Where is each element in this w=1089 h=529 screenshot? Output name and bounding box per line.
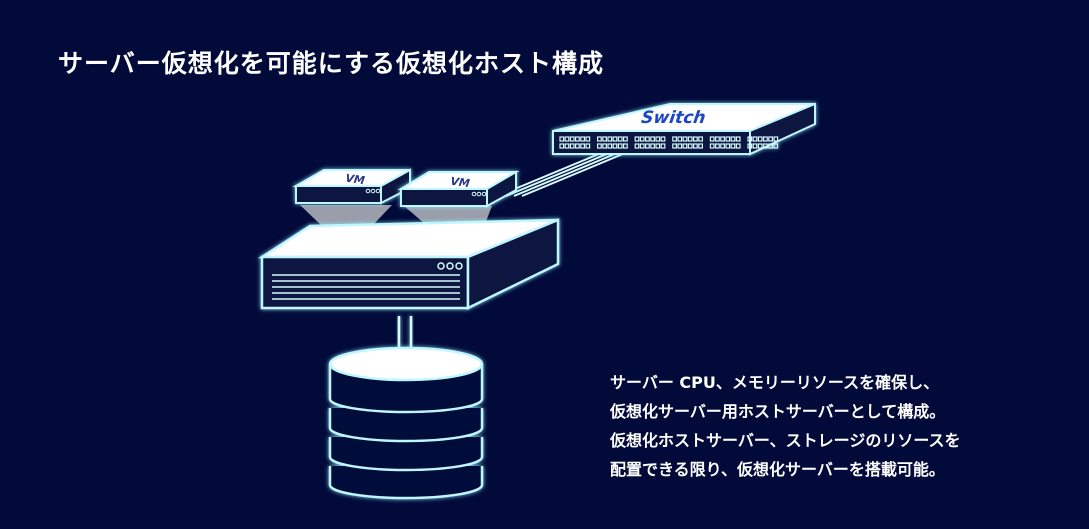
vm-server-1: VM — [292, 168, 411, 205]
switch-port — [768, 136, 773, 142]
description-line-1: サーバー CPU、メモリーリソースを確保し、 — [610, 373, 940, 392]
switch-port — [569, 136, 575, 142]
host-server — [257, 218, 560, 311]
description-text: サーバー CPU、メモリーリソースを確保し、 仮想化サーバー用ホストサーバーとし… — [610, 368, 961, 484]
description-line-3: 仮想化ホストサーバー、ストレージのリソースを — [610, 431, 961, 450]
switch-port — [559, 143, 565, 149]
switch-port — [607, 136, 613, 142]
switch-port — [730, 143, 736, 149]
switch-port — [617, 136, 623, 142]
switch-port — [709, 136, 715, 142]
switch-ports — [559, 136, 779, 149]
switch-port — [762, 143, 768, 149]
switch-port — [773, 143, 779, 149]
switch-port — [634, 143, 640, 149]
switch-port — [672, 143, 677, 149]
switch-port — [655, 136, 661, 142]
description-line-4: 配置できる限り、仮想化サーバーを搭載可能。 — [610, 460, 945, 479]
switch-port — [714, 136, 720, 142]
switch-label: Switch — [640, 108, 707, 128]
switch-port — [762, 136, 768, 142]
switch-port — [687, 143, 693, 149]
storage-array — [328, 346, 484, 500]
vm-server-2: VM — [397, 170, 520, 208]
page-title: サーバー仮想化を可能にする仮想化ホスト構成 — [58, 49, 605, 78]
switch-port — [650, 143, 655, 149]
switch-port — [612, 143, 618, 149]
switch-port — [757, 136, 763, 142]
network-switch: Switch — [552, 102, 816, 156]
vm-label-2: VM — [450, 175, 471, 191]
switch-port — [768, 143, 773, 149]
switch-port — [747, 143, 753, 149]
switch-port — [735, 143, 741, 149]
switch-port — [622, 136, 628, 142]
switch-port — [602, 136, 607, 142]
switch-port — [720, 136, 725, 142]
switch-port — [564, 143, 570, 149]
switch-port — [773, 136, 779, 142]
switch-port — [655, 143, 661, 149]
switch-port — [580, 136, 585, 142]
switch-port — [650, 136, 655, 142]
switch-port — [559, 136, 565, 142]
host-server-vents — [272, 274, 460, 300]
switch-port — [714, 143, 720, 149]
switch-port — [612, 136, 618, 142]
switch-port — [602, 143, 607, 149]
switch-port — [580, 143, 585, 149]
switch-port — [752, 143, 758, 149]
switch-port — [564, 136, 570, 142]
switch-port — [677, 136, 683, 142]
switch-port — [725, 143, 731, 149]
switch-port — [692, 136, 698, 142]
switch-port — [596, 143, 602, 149]
network-cables — [497, 150, 631, 197]
switch-port — [730, 136, 736, 142]
switch-port — [585, 143, 591, 149]
switch-port — [607, 143, 613, 149]
switch-port — [682, 136, 688, 142]
switch-port — [574, 143, 580, 149]
switch-port — [677, 143, 683, 149]
switch-port — [569, 143, 575, 149]
switch-port — [622, 143, 628, 149]
switch-port — [752, 136, 758, 142]
switch-port — [692, 143, 698, 149]
switch-port — [644, 143, 650, 149]
switch-port — [720, 143, 725, 149]
switch-port — [687, 136, 693, 142]
switch-port — [639, 136, 645, 142]
switch-port — [698, 136, 703, 142]
switch-port — [634, 136, 640, 142]
switch-port — [617, 143, 623, 149]
switch-port — [660, 136, 666, 142]
switch-port — [725, 136, 731, 142]
switch-port — [698, 143, 703, 149]
switch-port — [639, 143, 645, 149]
switch-port — [682, 143, 688, 149]
switch-port — [644, 136, 650, 142]
switch-port — [709, 143, 715, 149]
host-server-status-lights — [437, 262, 463, 270]
switch-port — [585, 136, 591, 142]
switch-port — [574, 136, 580, 142]
switch-port — [735, 136, 741, 142]
description-line-2: 仮想化サーバー用ホストサーバーとして構成。 — [610, 402, 946, 421]
switch-port — [757, 143, 763, 149]
switch-port — [672, 136, 677, 142]
switch-port — [747, 136, 753, 142]
switch-port — [596, 136, 602, 142]
vm-label-1: VM — [345, 172, 366, 188]
switch-port — [660, 143, 666, 149]
